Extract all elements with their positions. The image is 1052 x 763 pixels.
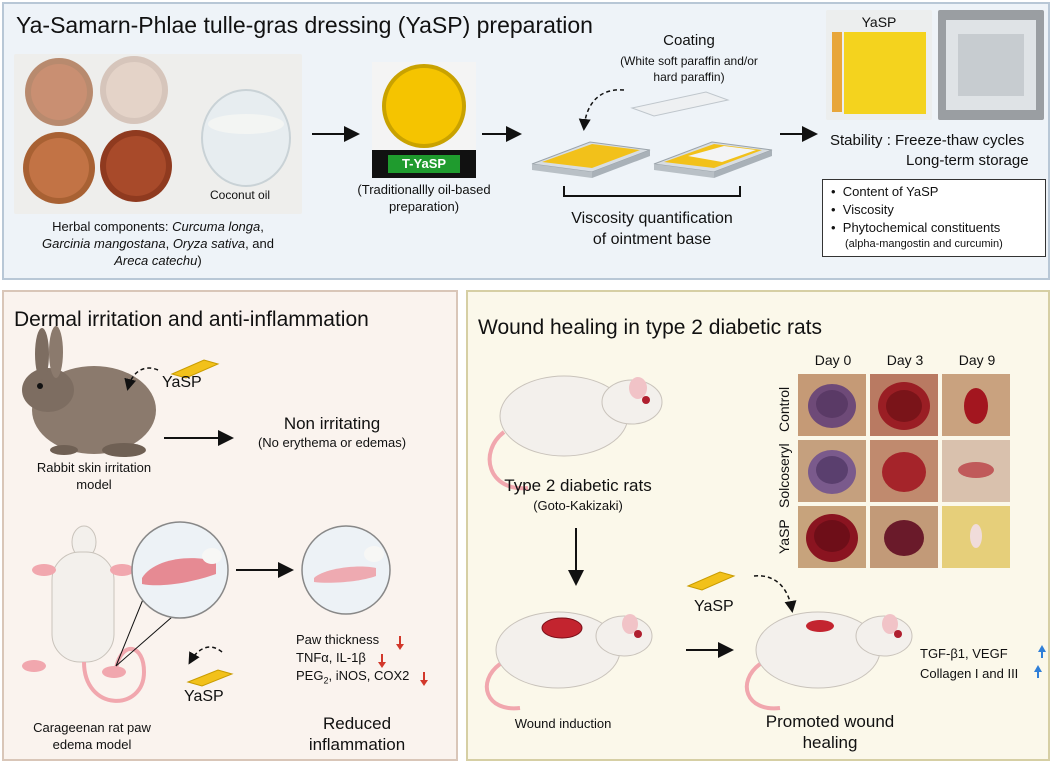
- treated-yasp-label: YaSP: [694, 598, 734, 615]
- reduced-line2: inflammation: [308, 735, 406, 754]
- analysis-bullet-1: • Content of YaSP: [831, 184, 939, 199]
- coating-title: Coating: [663, 32, 715, 49]
- peg-label: PEG2, iNOS, COX2: [296, 668, 410, 686]
- carageenan-line2: edema model: [52, 737, 132, 752]
- tyasp-label: T-YaSP: [401, 156, 447, 171]
- viscosity-line2: of ointment base: [592, 231, 712, 248]
- reduced-line1: Reduced: [322, 714, 392, 733]
- dermal-graphics: [22, 326, 428, 703]
- coating-line2: hard paraffin): [653, 70, 725, 84]
- wound-panel: Wound healing in type 2 diabetic rats: [466, 290, 1050, 761]
- herb-and: , and: [245, 236, 274, 251]
- t2d-line2: (Goto-Kakizaki): [533, 498, 623, 513]
- rabbit-model-line1: Rabbit skin irritation: [36, 460, 152, 475]
- traditional-line1: (Traditionallly oil-based: [357, 182, 491, 197]
- rabbit-model-line2: model: [76, 477, 112, 492]
- carageenan-line1: Carageenan rat paw: [33, 720, 151, 735]
- dermal-title: Dermal irritation and anti-inflammation: [14, 308, 369, 331]
- no-erythema-label: (No erythema or edemas): [257, 435, 407, 450]
- tyasp-green-label-bg: [388, 155, 460, 173]
- herbal-components-photo: Coconut oil: [14, 54, 302, 214]
- wound-photo-grid: [798, 374, 1010, 568]
- rabbit-yasp-label: YaSP: [162, 374, 202, 391]
- stability-line2: Long-term storage: [906, 152, 1029, 169]
- coconut-oil-label: Coconut oil: [210, 188, 271, 202]
- traditional-line2: preparation): [388, 199, 460, 214]
- row-yasp-label: YaSP: [776, 519, 792, 554]
- yasp-photo: YaSP: [826, 10, 932, 120]
- herb-areca: Areca catechu: [114, 253, 198, 268]
- stability-line1: Stability : Freeze-thaw cycles: [830, 132, 1025, 149]
- t2d-line1: Type 2 diabetic rats: [504, 476, 652, 495]
- yasp-package-photo: [938, 10, 1044, 120]
- paw-thickness-label: Paw thickness: [296, 632, 380, 647]
- dermal-panel: Dermal irritation and anti-inflammation: [2, 290, 458, 761]
- non-irritating-label: Non irritating: [283, 414, 381, 433]
- herb-curcuma: Curcuma longa: [172, 219, 261, 234]
- row-control-label: Control: [776, 386, 792, 432]
- promoted-line1: Promoted wound: [765, 712, 895, 731]
- collagen-label: Collagen I and III: [920, 666, 1019, 681]
- wound-title: Wound healing in type 2 diabetic rats: [478, 316, 822, 339]
- day3-label: Day 3: [886, 352, 924, 368]
- coating-line1: (White soft paraffin and/or: [620, 54, 758, 68]
- wound-induction-rat-illustration: [484, 611, 653, 711]
- analysis-box: • Content of YaSP • Viscosity • Phytoche…: [822, 179, 1046, 257]
- yasp-photo-label: YaSP: [861, 14, 897, 30]
- row-solcoseryl-label: Solcoseryl: [776, 443, 792, 508]
- paw-yasp-label: YaSP: [184, 688, 224, 705]
- preparation-title: Ya-Samarn-Phlae tulle-gras dressing (YaS…: [16, 12, 593, 38]
- promoted-line2: healing: [802, 733, 858, 752]
- treated-rat-illustration: [744, 611, 913, 711]
- herbal-prefix: Herbal components:: [52, 219, 173, 234]
- tnf-label: TNFα, IL-1β: [296, 650, 366, 665]
- preparation-panel: Ya-Samarn-Phlae tulle-gras dressing (YaS…: [2, 2, 1050, 280]
- viscosity-line1: Viscosity quantification: [571, 210, 733, 227]
- up-arrows: [1034, 645, 1046, 678]
- wound-induction-label: Wound induction: [514, 716, 612, 731]
- analysis-bullet-2: • Viscosity: [831, 202, 894, 217]
- analysis-bullet-sub: (alpha-mangostin and curcumin): [845, 238, 1003, 250]
- herb-garcinia: Garcinia mangostana: [42, 236, 166, 251]
- day9-label: Day 9: [958, 352, 996, 368]
- analysis-bullet-3: • Phytochemical constituents: [831, 220, 1001, 235]
- herb-oryza: Oryza sativa: [172, 236, 246, 251]
- diabetic-rat-illustration: [487, 375, 663, 491]
- tgf-label: TGF-β1, VEGF: [920, 646, 1008, 661]
- day0-label: Day 0: [814, 352, 852, 368]
- rat-topview-illustration: [22, 525, 147, 703]
- tyasp-jar: T-YaSP: [372, 62, 476, 178]
- herbal-components-caption: Herbal components: Curcuma longa, Garcin…: [42, 219, 274, 268]
- rabbit-illustration: [22, 326, 156, 457]
